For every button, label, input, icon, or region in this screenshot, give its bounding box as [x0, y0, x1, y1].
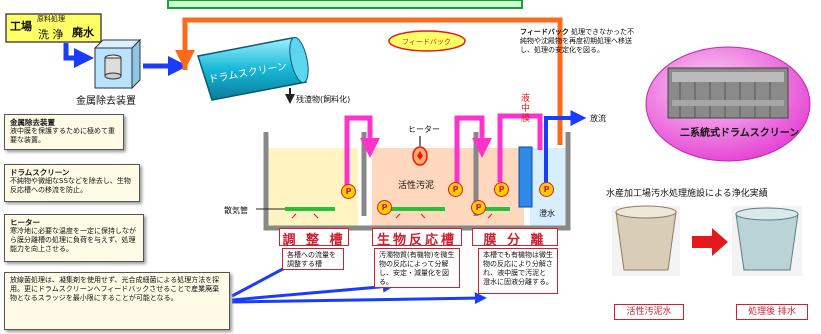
aeration-pipe-label: 散気管 [224, 206, 248, 215]
desc-title: ヒーター [10, 218, 40, 227]
desc-title: 金属除去装置 [10, 118, 55, 127]
activated-sludge-label: 活性汚泥 [398, 181, 435, 191]
residue-label: 残渣物(飼料化) [296, 95, 351, 104]
feedback-label: フィードバック [402, 38, 451, 46]
metal-removal-label: 金属除去装置 [76, 96, 136, 107]
note-membrane: 本槽でも有機物は微生物の反応により分解され、液中膜で汚泥と澄水に固液分離する。 [478, 248, 558, 294]
machine-photo [667, 67, 789, 119]
note-adjust: 各槽への流量を調整する槽 [282, 248, 344, 270]
pump-icon: P [471, 200, 486, 215]
desc-metal-removal: 金属除去装置 液中膜を保護するために極めて重要な装置。 [4, 114, 124, 150]
tank-label-adjust: 調 整 槽 [279, 228, 349, 248]
title-bar [167, 0, 523, 9]
treated-water-photo [732, 206, 802, 276]
metal-removal-cube [93, 38, 142, 90]
feedback-desc-title: フィードバック [520, 28, 569, 36]
desc-text: 放線菌処理は、凝集剤を使用せず、光合成細菌による処理方法を採用。更にドラムスクリ… [10, 276, 220, 302]
photo-title: 水産加工場汚水処理施設による浄化実績 [606, 189, 768, 199]
feedback-oval [388, 30, 466, 52]
tank-label-membrane: 膜 分 離 槽 [472, 228, 558, 267]
sludge-water-photo [612, 205, 680, 276]
pump-icon: P [539, 182, 554, 197]
feedback-desc-text: 処理できなかった不純物や沈殿物を再度初期処理へ移送し、処理の安定化を図る。 [520, 28, 635, 54]
pump-icon: P [377, 200, 392, 215]
discharge-label: 放流 [590, 114, 606, 123]
desc-drum-screen: ドラムスクリーン 不純物や微細なSSなどを除去し、生物反応槽への移流を防止。 [4, 164, 140, 202]
note-bio: 汚濁物質(有機物)を微生物の反応によって分解し、安定・減量化を図る。 [374, 248, 460, 288]
before-after-arrow [692, 228, 728, 256]
before-label: 活性汚泥水 [614, 304, 684, 320]
desc-heater: ヒーター 寒冷地に必要な温度を一定に保持しながら膜分離槽の処理に負荷を与えず、処… [4, 214, 144, 262]
source-wash: 洗 浄 [38, 28, 64, 41]
tank-label-bio: 生物反応槽 [372, 228, 462, 248]
source-raw: 原料処理 [37, 15, 65, 23]
source-box [5, 13, 102, 43]
pump-icon: P [341, 184, 356, 199]
desc-text: 不純物や微細なSSなどを除去し、生物反応槽への移流を防止。 [10, 177, 131, 194]
pump-icon: P [448, 182, 463, 197]
feedback-description: フィードバック 処理できなかった不純物や沈殿物を再度初期処理へ移送し、処理の安定… [520, 28, 638, 55]
clear-water-label: 澄水 [539, 209, 555, 218]
heater-label: ヒーター [408, 125, 440, 134]
source-factory: 工場 [10, 20, 32, 33]
desc-text: 液中膜を保護するために極めて重要な装置。 [10, 127, 115, 144]
drum-screen-shape [197, 36, 309, 101]
membrane-label: 液中膜 [521, 94, 531, 124]
desc-treatment: 放線菌処理は、凝集剤を使用せず、光合成細菌による処理方法を採用。更にドラムスクリ… [4, 272, 230, 330]
machine-photo-label: 二系統式ドラムスクリーン [680, 128, 800, 139]
after-label: 処理後 排水 [736, 304, 808, 320]
desc-title: ドラムスクリーン [10, 168, 70, 177]
source-waste: 廃水 [72, 26, 94, 39]
pump-icon: P [494, 182, 509, 197]
desc-text: 寒冷地に必要な温度を一定に保持しながら膜分離槽の処理に負荷を与えず、処理能力を向… [10, 227, 136, 253]
